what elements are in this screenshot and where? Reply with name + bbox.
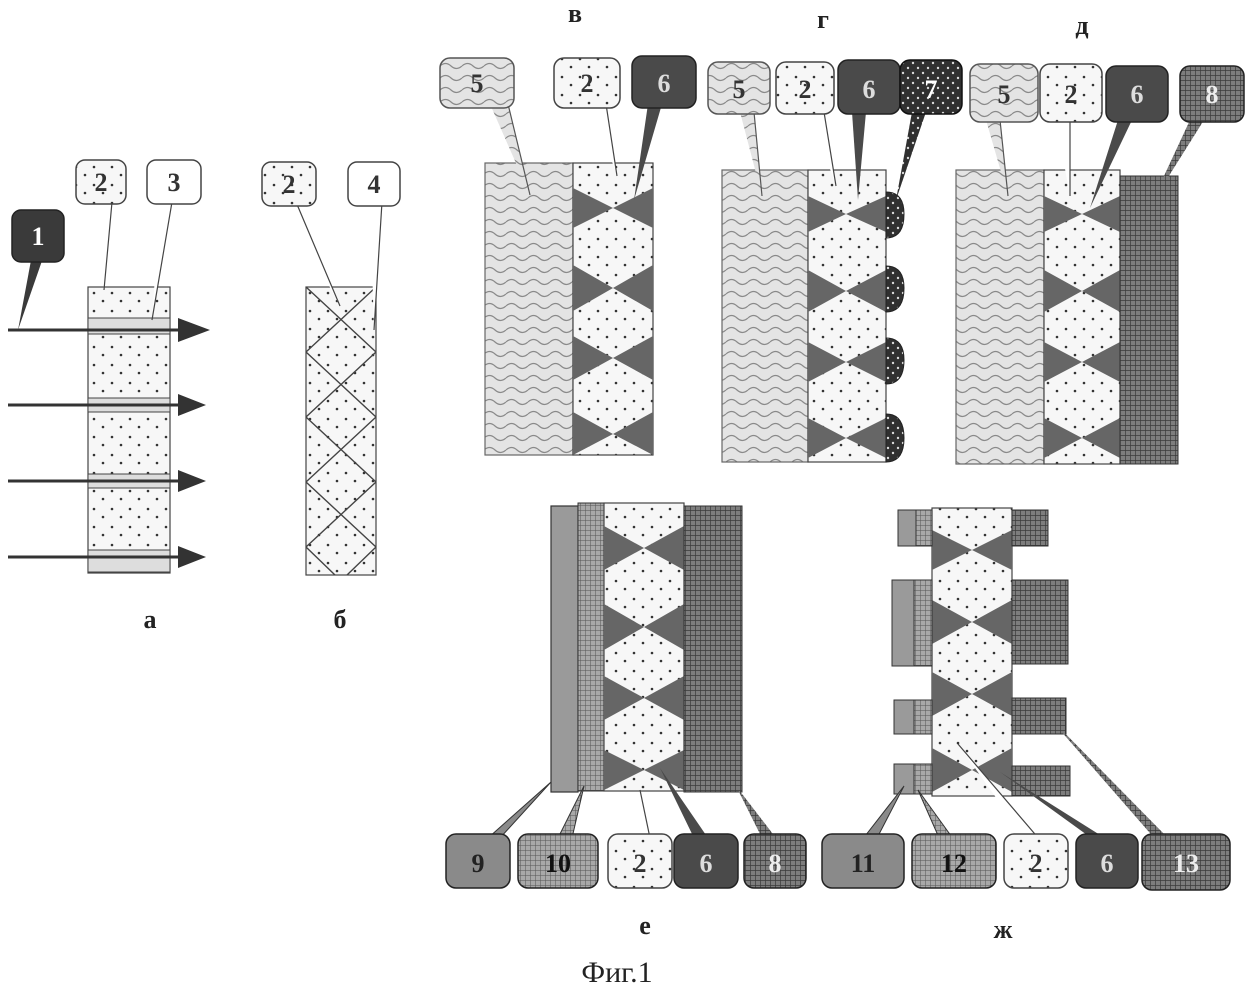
layer-7-bump: [886, 338, 904, 384]
callout-2-label: 2: [581, 69, 594, 98]
callout-2-label: 2: [634, 849, 647, 878]
callout-2-label: 2: [1065, 80, 1078, 109]
layer-12-mesh: [916, 510, 932, 546]
layer-12-mesh: [914, 700, 932, 734]
callout-2-label: 2: [95, 168, 108, 197]
callout-1-pointer: [18, 255, 44, 330]
panel-label-zh: ж: [994, 915, 1013, 944]
callout-2-label: 2: [799, 75, 812, 104]
panel-d: д 5 2 6 8: [956, 11, 1244, 464]
layer-11: [894, 764, 914, 794]
callout-6-label: 6: [700, 849, 713, 878]
callout-11-pointer: [862, 786, 904, 840]
callout-2-pointer: [636, 790, 650, 838]
layer-9: [551, 506, 578, 792]
panel-label-g: г: [817, 5, 829, 34]
callout-10-label: 10: [545, 849, 571, 878]
callout-8-label: 8: [1206, 80, 1219, 109]
panel-label-v: в: [568, 0, 582, 28]
callout-12-pointer: [918, 790, 954, 840]
panel-a: 1 2 3 а: [8, 160, 210, 634]
callout-2-pointer: [100, 202, 112, 290]
panel-zh: 11 12 2 6 13 ж: [822, 508, 1230, 944]
callout-5-label: 5: [733, 75, 746, 104]
arrowhead: [178, 318, 210, 342]
callout-6-label: 6: [1131, 80, 1144, 109]
panel-label-d: д: [1075, 11, 1088, 40]
layer-11: [894, 700, 914, 734]
arrowhead: [178, 546, 206, 568]
callout-2-label: 2: [1030, 849, 1043, 878]
panel-label-a: а: [144, 605, 157, 634]
layer-11: [892, 580, 914, 666]
callout-5-label: 5: [998, 80, 1011, 109]
callout-11-label: 11: [851, 849, 876, 878]
callout-6-label: 6: [1101, 849, 1114, 878]
layer-13-mesh: [1012, 580, 1068, 664]
layer-7-bump: [886, 266, 904, 312]
callout-6-label: 6: [863, 75, 876, 104]
figure-caption: Фиг.1: [581, 956, 652, 989]
callout-9-pointer: [488, 782, 551, 838]
panel-v: в 5 2 6: [440, 0, 696, 455]
layer-2-strip-b: [306, 287, 376, 575]
layer-11: [898, 510, 916, 546]
callout-6-label: 6: [658, 69, 671, 98]
layer-12-mesh: [914, 580, 932, 666]
callout-3-label: 3: [168, 168, 181, 197]
band-3: [88, 318, 170, 334]
callout-12-label: 12: [941, 849, 967, 878]
layer-8-mesh: [1120, 176, 1178, 464]
layer-7-bump: [886, 414, 904, 462]
panel-label-b: б: [334, 605, 347, 634]
callout-1-label: 1: [32, 222, 45, 251]
layer-5-wavy: [722, 170, 808, 462]
layer-13-mesh: [1012, 510, 1048, 546]
panel-b: 2 4 б: [262, 162, 400, 634]
callout-13-label: 13: [1173, 849, 1199, 878]
callout-5-label: 5: [471, 69, 484, 98]
layer-10-mesh: [578, 503, 604, 791]
layer-12-mesh: [914, 764, 932, 794]
layer-5-wavy: [485, 163, 573, 455]
layer-8-mesh: [684, 506, 742, 792]
layer-13-mesh: [1012, 766, 1070, 796]
arrowhead: [178, 394, 206, 416]
callout-10-pointer: [558, 786, 584, 838]
panel-label-e: е: [639, 911, 651, 940]
layer-13-mesh: [1012, 698, 1066, 734]
panel-e: 9 10 2 6 8 е: [446, 503, 806, 940]
callout-9-label: 9: [472, 849, 485, 878]
band: [88, 550, 170, 572]
panel-g: г 5 2 6 7: [708, 5, 962, 462]
callout-4-label: 4: [368, 170, 381, 199]
callout-7-pointer: [896, 112, 926, 200]
layer-5-wavy: [956, 170, 1044, 464]
callout-8-label: 8: [769, 849, 782, 878]
callout-8-pointer: [736, 786, 776, 838]
arrowhead: [178, 470, 206, 492]
layer-7-bump: [886, 192, 904, 238]
callout-2-label: 2: [283, 170, 296, 199]
callout-7-label: 7: [925, 75, 938, 104]
